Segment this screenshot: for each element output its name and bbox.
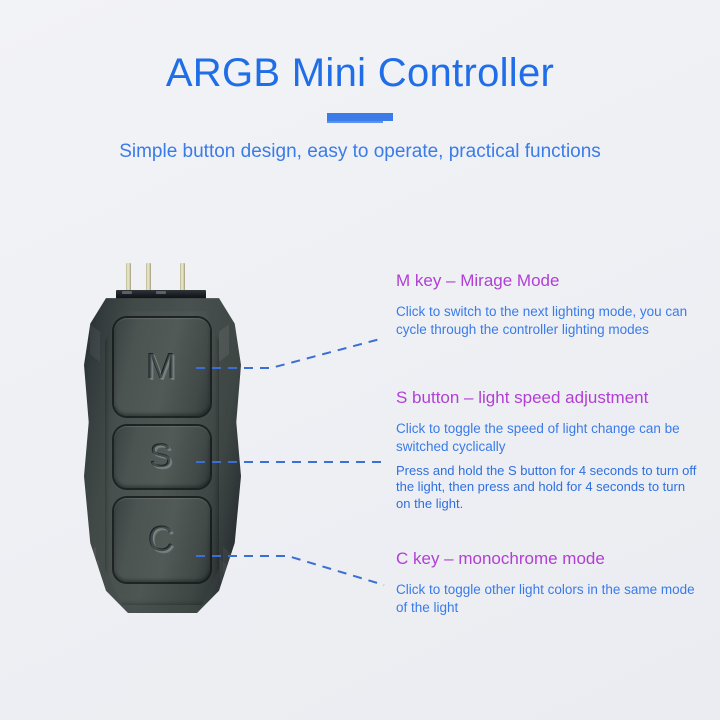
device-button-s[interactable]: S — [114, 426, 210, 488]
callout-c-heading: C key – monochrome mode — [396, 549, 605, 568]
device-button-c-label: C — [148, 519, 176, 560]
title-underline-rule — [327, 113, 393, 123]
device-button-m-label: M — [146, 346, 178, 387]
body-facet-left-lower-b — [92, 559, 99, 587]
connector-pin-3-icon — [180, 263, 185, 293]
callout-m-paragraph-1: Click to switch to the next lighting mod… — [396, 304, 688, 337]
pin-header-connector — [116, 290, 206, 299]
callout-block-c-key: C key – monochrome mode Click to toggle … — [396, 549, 702, 617]
callout-block-m-key: M key – Mirage Mode Click to switch to t… — [396, 271, 702, 339]
page-title: ARGB Mini Controller — [165, 51, 555, 95]
callout-s-paragraph-1: Click to toggle the speed of light chang… — [396, 421, 680, 454]
connector-pin-1-icon — [126, 263, 131, 293]
connector-pin-2-icon — [146, 263, 151, 293]
callout-s-paragraph-2: Press and hold the S button for 4 second… — [396, 462, 697, 511]
device-button-m[interactable]: M — [114, 318, 210, 416]
page-subtitle: Simple button design, easy to operate, p… — [119, 141, 601, 162]
controller-device-image: M S C — [70, 250, 245, 615]
callout-c-paragraph-1: Click to toggle other light colors in th… — [396, 582, 695, 615]
body-facet-right-lower-b — [220, 559, 227, 587]
callout-block-s-button: S button – light speed adjustment Click … — [396, 388, 702, 513]
callout-m-heading: M key – Mirage Mode — [396, 271, 560, 290]
device-button-s-label: S — [150, 437, 174, 476]
device-button-c[interactable]: C — [114, 498, 210, 582]
callout-s-heading: S button – light speed adjustment — [396, 388, 649, 407]
page-header: ARGB Mini Controller Simple button desig… — [0, 0, 720, 163]
